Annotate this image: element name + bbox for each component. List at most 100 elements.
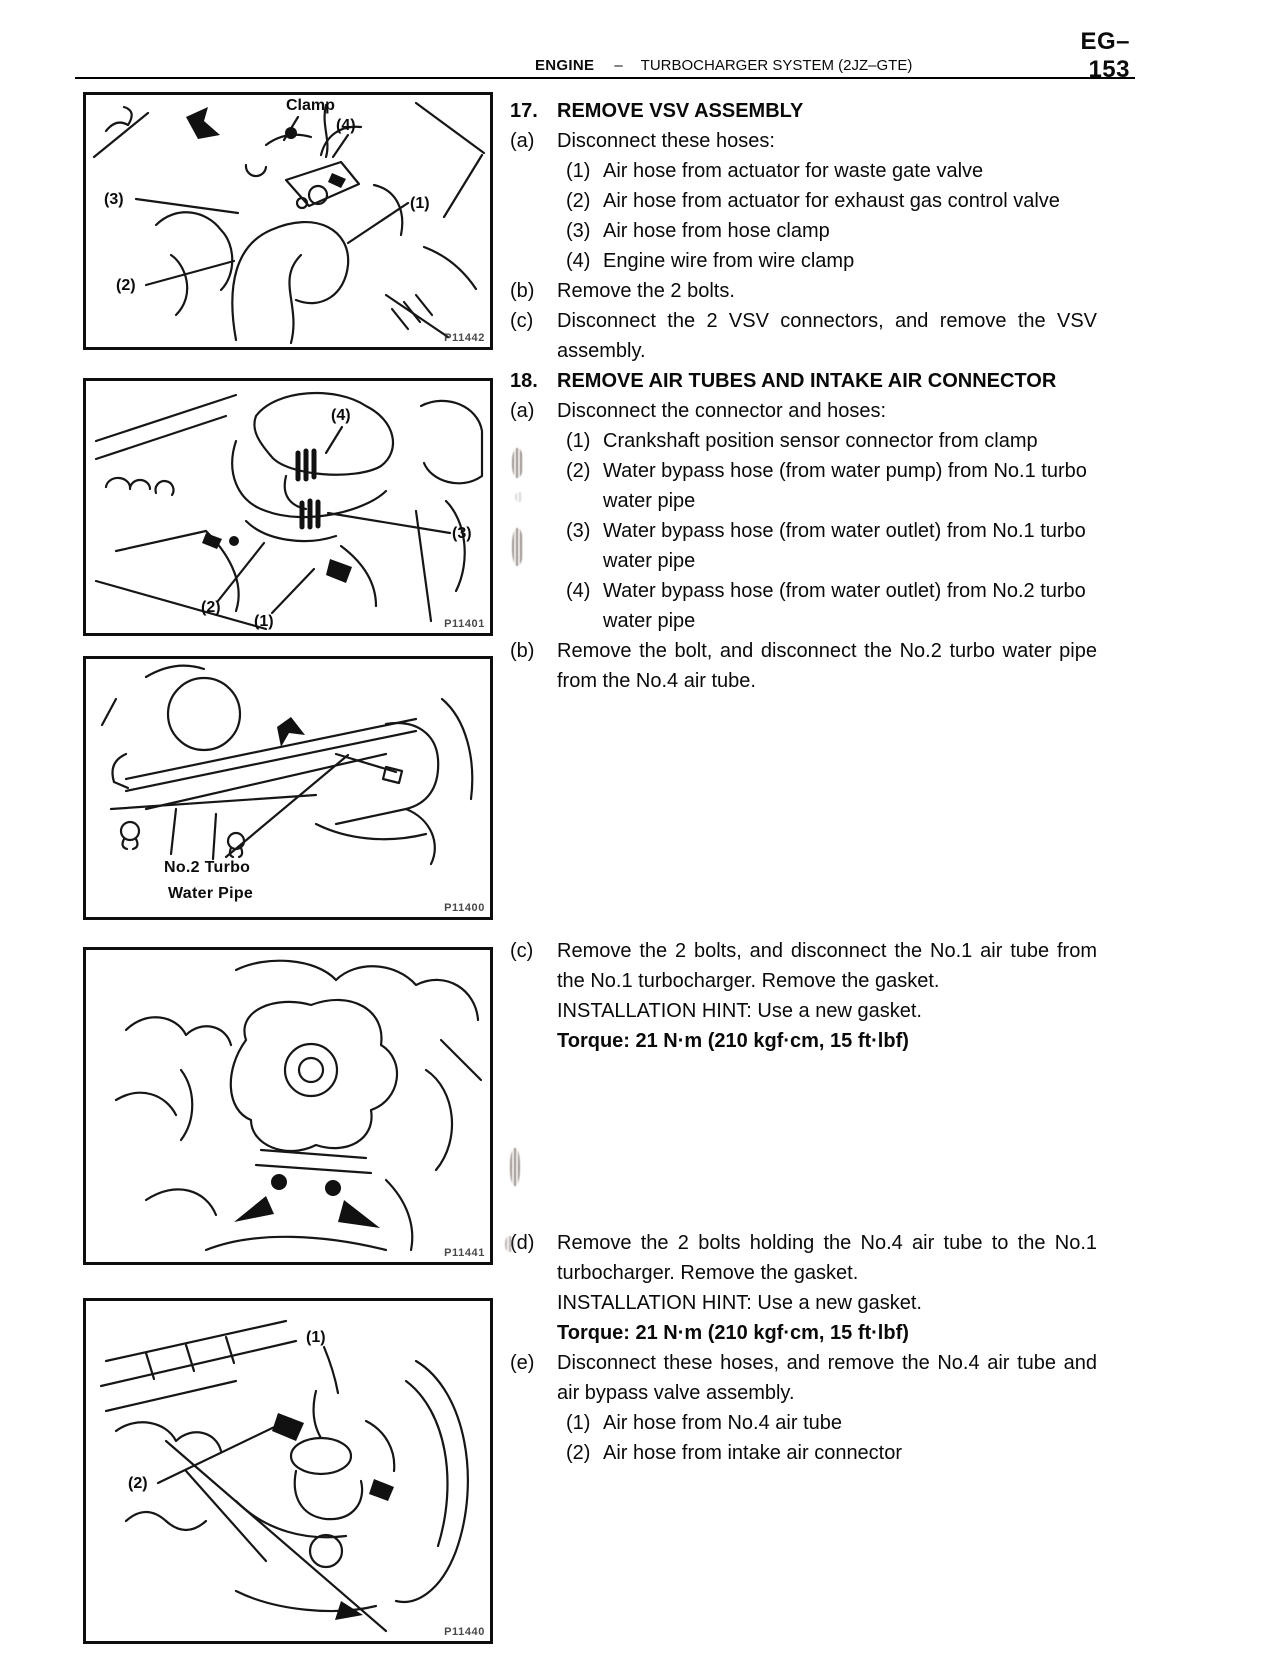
sub-item: (2) Water bypass hose (from water pump) … xyxy=(510,456,1138,516)
engine-illustration xyxy=(92,101,486,345)
figure-label-clamp: Clamp xyxy=(286,97,335,114)
figure-label-1: (1) xyxy=(410,195,430,212)
header-title: TURBOCHARGER SYSTEM (2JZ–GTE) xyxy=(640,57,913,74)
engine-illustration xyxy=(94,391,484,631)
instruction-item-17b: (b) Remove the 2 bolts. xyxy=(510,276,1138,306)
sub-label: (4) xyxy=(566,250,591,272)
instruction-item-18a: (a) Disconnect the connector and hoses: xyxy=(510,396,1138,426)
step-18-heading: 18. REMOVE AIR TUBES AND INTAKE AIR CONN… xyxy=(510,366,1138,396)
instruction-item-17a: (a) Disconnect these hoses: xyxy=(510,126,1138,156)
figure-code: P11441 xyxy=(444,1247,485,1259)
figure-label-3: (3) xyxy=(104,191,124,208)
figure-label-1: (1) xyxy=(306,1329,326,1346)
engine-illustration xyxy=(114,959,483,1252)
section-label: ENGINE xyxy=(535,57,595,74)
step-number: 17. xyxy=(510,100,538,122)
sub-item: (1) Air hose from No.4 air tube xyxy=(510,1408,1138,1438)
figure-code: P11440 xyxy=(444,1626,485,1638)
figure-label-2: (2) xyxy=(116,277,136,294)
sub-label: (3) xyxy=(566,220,591,242)
figure-code: P11400 xyxy=(444,902,485,914)
sub-text: Water bypass hose (from water outlet) fr… xyxy=(603,520,1086,572)
page-number: EG–153 xyxy=(1080,28,1130,83)
item-text: Remove the 2 bolts, and disconnect the N… xyxy=(557,940,1097,992)
figure-vsv-assembly: Clamp (4) (3) (1) (2) P11442 xyxy=(83,92,493,350)
sub-label: (2) xyxy=(566,190,591,212)
sub-text: Air hose from actuator for exhaust gas c… xyxy=(603,190,1060,212)
step-number: 18. xyxy=(510,370,538,392)
sub-item: (1) Air hose from actuator for waste gat… xyxy=(510,156,1138,186)
sub-item: (2) Air hose from actuator for exhaust g… xyxy=(510,186,1138,216)
instructions-column: 17. REMOVE VSV ASSEMBLY (a) Disconnect t… xyxy=(510,96,1138,1468)
item-text: Disconnect the 2 VSV connectors, and rem… xyxy=(557,310,1097,362)
sub-text: Air hose from actuator for waste gate va… xyxy=(603,160,984,182)
figure-caption-line2: Water Pipe xyxy=(168,885,254,902)
figure-no2-turbo-water-pipe: No.2 Turbo Water Pipe P11400 xyxy=(83,656,493,920)
sub-item: (4) Water bypass hose (from water outlet… xyxy=(510,576,1138,636)
sub-item: (3) Water bypass hose (from water outlet… xyxy=(510,516,1138,576)
figure-label-2: (2) xyxy=(201,599,221,616)
installation-hint: INSTALLATION HINT: Use a new gasket. xyxy=(557,1000,922,1022)
sub-label: (2) xyxy=(566,1442,591,1464)
scan-artifact xyxy=(512,528,523,566)
sub-item: (2) Air hose from intake air connector xyxy=(510,1438,1138,1468)
item-label: (b) xyxy=(510,640,535,662)
figure-no4-air-tube: (1) (2) P11440 xyxy=(83,1298,493,1644)
sub-text: Crankshaft position sensor connector fro… xyxy=(603,430,1038,452)
figure-caption-line1: No.2 Turbo xyxy=(164,859,251,876)
header-rule xyxy=(75,77,1135,79)
scan-artifact xyxy=(505,1236,514,1252)
step-title: REMOVE VSV ASSEMBLY xyxy=(557,100,804,122)
sub-label: (2) xyxy=(566,460,591,482)
figure-label-4: (4) xyxy=(331,407,351,424)
torque-spec: Torque: 21 N·m (210 kgf·cm, 15 ft·lbf) xyxy=(557,1322,909,1344)
sub-text: Water bypass hose (from water pump) from… xyxy=(603,460,1087,512)
item-label: (b) xyxy=(510,280,535,302)
figure-code: P11442 xyxy=(444,332,485,344)
item-label: (c) xyxy=(510,310,534,332)
instruction-item-18b: (b) Remove the bolt, and disconnect the … xyxy=(510,636,1138,696)
item-text: Remove the bolt, and disconnect the No.2… xyxy=(557,640,1097,692)
figure-label-1: (1) xyxy=(254,613,274,630)
item-text: Disconnect these hoses: xyxy=(557,130,775,152)
sub-label: (3) xyxy=(566,520,591,542)
instruction-item-18c: (c) Remove the 2 bolts, and disconnect t… xyxy=(510,936,1138,1056)
item-label: (a) xyxy=(510,400,535,422)
sub-item: (3) Air hose from hose clamp xyxy=(510,216,1138,246)
sub-text: Air hose from No.4 air tube xyxy=(603,1412,842,1434)
instruction-item-17c: (c) Disconnect the 2 VSV connectors, and… xyxy=(510,306,1138,366)
sub-text: Air hose from hose clamp xyxy=(603,220,830,242)
engine-illustration xyxy=(100,664,474,866)
instruction-item-18d: (d) Remove the 2 bolts holding the No.4 … xyxy=(510,1228,1138,1348)
item-label: (e) xyxy=(510,1352,535,1374)
sub-text: Engine wire from wire clamp xyxy=(603,250,855,272)
sub-text: Air hose from intake air connector xyxy=(603,1442,903,1464)
figure-label-2: (2) xyxy=(128,1475,148,1492)
scan-artifact xyxy=(515,492,523,502)
item-text: Remove the 2 bolts holding the No.4 air … xyxy=(557,1232,1097,1284)
installation-hint: INSTALLATION HINT: Use a new gasket. xyxy=(557,1292,922,1314)
item-label: (d) xyxy=(510,1232,535,1254)
figure-label-3: (3) xyxy=(452,525,472,542)
figure-air-tube-hoses: (4) (3) (2) (1) P11401 xyxy=(83,378,493,636)
sub-item: (4) Engine wire from wire clamp xyxy=(510,246,1138,276)
sub-label: (1) xyxy=(566,430,591,452)
step-title: REMOVE AIR TUBES AND INTAKE AIR CONNECTO… xyxy=(557,370,1057,392)
item-text: Disconnect these hoses, and remove the N… xyxy=(557,1352,1097,1404)
header-separator: – xyxy=(614,57,623,74)
sub-label: (4) xyxy=(566,580,591,602)
torque-spec: Torque: 21 N·m (210 kgf·cm, 15 ft·lbf) xyxy=(557,1030,909,1052)
item-label: (c) xyxy=(510,940,534,962)
scan-artifact xyxy=(510,1148,520,1186)
instruction-item-18e: (e) Disconnect these hoses, and remove t… xyxy=(510,1348,1138,1408)
step-17-heading: 17. REMOVE VSV ASSEMBLY xyxy=(510,96,1138,126)
engine-illustration xyxy=(99,1319,469,1633)
sub-label: (1) xyxy=(566,1412,591,1434)
figure-no1-air-tube: P11441 xyxy=(83,947,493,1265)
item-label: (a) xyxy=(510,130,535,152)
figure-label-4: (4) xyxy=(336,117,356,134)
sub-label: (1) xyxy=(566,160,591,182)
running-header: ENGINE –TURBOCHARGER SYSTEM (2JZ–GTE) xyxy=(535,57,912,74)
sub-text: Water bypass hose (from water outlet) fr… xyxy=(603,580,1086,632)
